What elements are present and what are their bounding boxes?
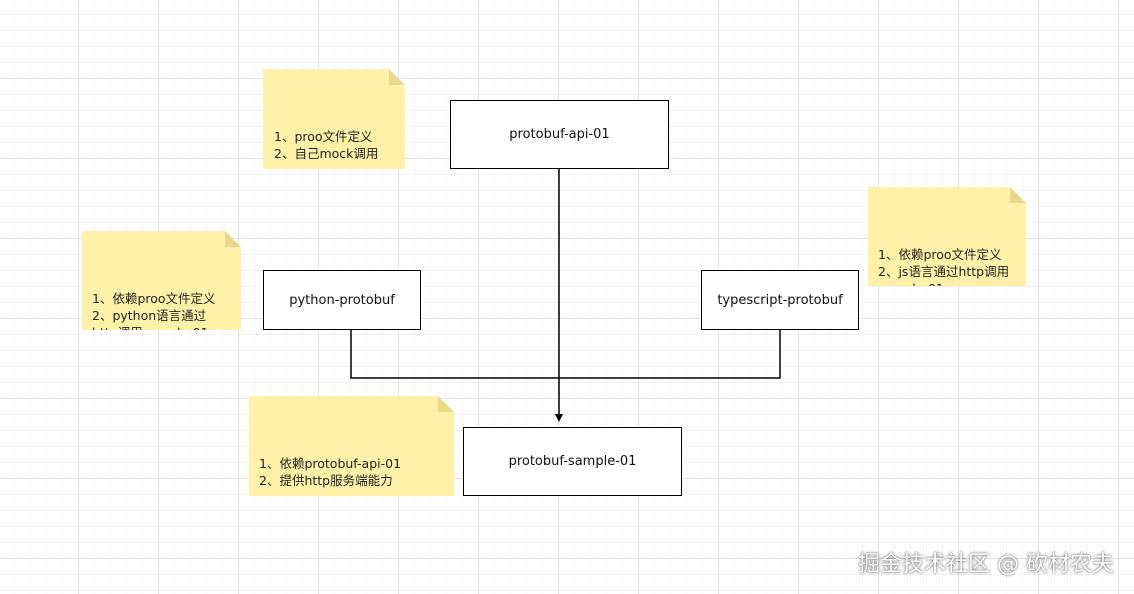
note-python[interactable]: 1、依赖proo文件定义 2、python语言通过 http调用sample-0… xyxy=(82,231,241,330)
note-sample[interactable]: 1、依赖protobuf-api-01 2、提供http服务端能力 xyxy=(249,396,454,496)
connector-python-to-sample xyxy=(350,330,559,379)
node-python-protobuf[interactable]: python-protobuf xyxy=(263,270,421,330)
watermark: 掘金技术社区 @ 砍材农夫 xyxy=(858,552,1114,577)
node-protobuf-api-label: protobuf-api-01 xyxy=(509,127,610,142)
node-python-protobuf-label: python-protobuf xyxy=(289,292,395,308)
node-protobuf-sample[interactable]: protobuf-sample-01 xyxy=(463,427,682,496)
node-typescript-protobuf-label: typescript-protobuf xyxy=(717,292,843,308)
node-typescript-protobuf[interactable]: typescript-protobuf xyxy=(701,270,859,330)
note-sample-text: 1、依赖protobuf-api-01 2、提供http服务端能力 xyxy=(259,456,402,488)
node-protobuf-api[interactable]: protobuf-api-01 xyxy=(450,100,669,169)
connector-typescript-to-sample xyxy=(559,330,781,379)
note-api-text: 1、proo文件定义 2、自己mock调用 xyxy=(274,129,379,161)
node-protobuf-sample-label: protobuf-sample-01 xyxy=(508,454,637,469)
note-typescript[interactable]: 1、依赖proo文件定义 2、js语言通过http调用 sample-01 xyxy=(868,187,1026,286)
note-api[interactable]: 1、proo文件定义 2、自己mock调用 xyxy=(263,69,405,169)
